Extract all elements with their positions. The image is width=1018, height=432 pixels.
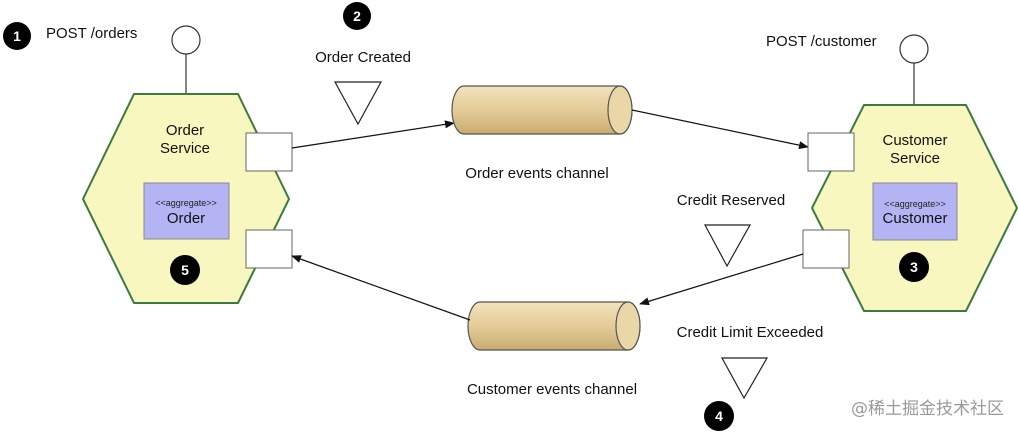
customer-aggregate-stereotype: <<aggregate>> xyxy=(884,199,946,209)
order-service-name-line1: Order xyxy=(166,122,204,139)
customer-service-name-line1: Customer xyxy=(882,132,947,149)
step-5-number: 5 xyxy=(181,262,189,278)
credit-limit-exceeded-label: Credit Limit Exceeded xyxy=(677,324,824,341)
watermark: @稀土掘金技术社区 xyxy=(851,399,1004,419)
arrow-channel-to-order xyxy=(291,255,471,321)
order-outbound-port xyxy=(245,132,293,172)
customer-outbound-port xyxy=(802,229,850,269)
credit-limit-exceeded-event-icon xyxy=(720,357,769,400)
order-inbound-port xyxy=(245,229,293,269)
customer-service-name-line2: Service xyxy=(890,150,940,167)
step-2-badge: 2 xyxy=(343,2,371,30)
arrow-customer-to-channel xyxy=(639,253,804,306)
customer-events-channel xyxy=(467,301,641,351)
order-api-endpoint xyxy=(171,25,201,94)
arrow-channel-to-customer xyxy=(631,109,809,150)
step-2-number: 2 xyxy=(353,8,361,24)
step-1-number: 1 xyxy=(13,28,21,44)
post-orders-label: POST /orders xyxy=(46,25,137,42)
step-4-number: 4 xyxy=(715,408,723,424)
step-1-badge: 1 xyxy=(3,22,31,50)
order-aggregate: <<aggregate>> Order xyxy=(143,182,230,240)
step-3-badge: 3 xyxy=(899,252,929,282)
post-customer-label: POST /customer xyxy=(766,33,877,50)
order-service-name-line2: Service xyxy=(160,140,210,157)
step-5-badge: 5 xyxy=(170,255,200,285)
order-events-channel-label: Order events channel xyxy=(465,165,608,182)
credit-reserved-event-icon xyxy=(703,224,752,268)
customer-inbound-port xyxy=(807,132,855,172)
customer-events-channel-label: Customer events channel xyxy=(467,381,637,398)
order-created-event-icon xyxy=(333,81,383,126)
arrow-order-to-channel xyxy=(291,120,455,149)
customer-api-endpoint xyxy=(899,34,929,105)
order-created-label: Order Created xyxy=(315,49,411,66)
step-3-number: 3 xyxy=(910,259,918,275)
step-4-badge: 4 xyxy=(704,401,734,431)
customer-aggregate-name: Customer xyxy=(882,210,947,227)
order-aggregate-name: Order xyxy=(167,210,205,227)
customer-aggregate: <<aggregate>> Customer xyxy=(872,182,958,241)
credit-reserved-label: Credit Reserved xyxy=(677,192,785,209)
order-events-channel xyxy=(451,85,633,135)
order-aggregate-stereotype: <<aggregate>> xyxy=(155,198,217,208)
